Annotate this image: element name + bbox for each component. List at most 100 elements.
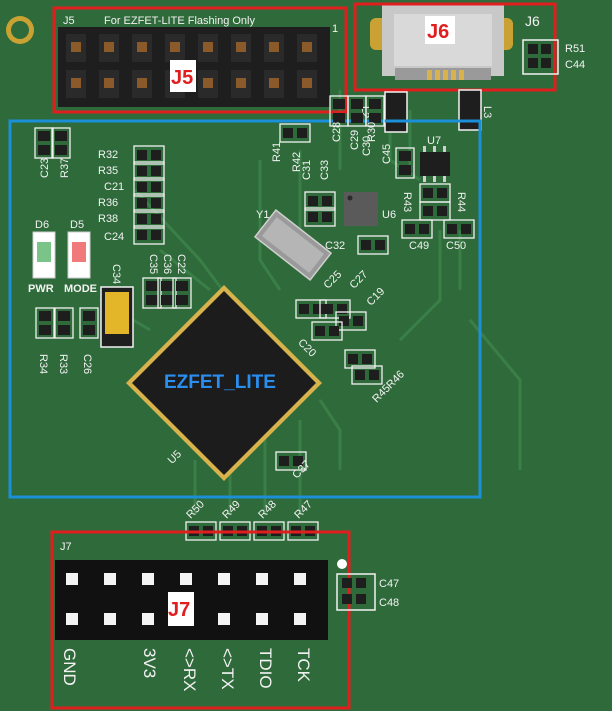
r36-label: R36 xyxy=(98,197,118,209)
c45-pads xyxy=(395,147,415,179)
c22-label: C22 xyxy=(175,254,187,274)
c24-label: C24 xyxy=(104,231,124,243)
j5-pin xyxy=(264,70,284,98)
c35-pads xyxy=(142,277,162,309)
j7-pin-label-gnd: GND xyxy=(60,648,79,686)
c50-pads xyxy=(443,219,475,239)
c47-c48-pads xyxy=(336,573,376,611)
mcu-label: EZFET_LITE xyxy=(164,372,276,393)
r46-pads xyxy=(344,349,376,369)
c45-label: C45 xyxy=(381,144,393,164)
j7-pin-label-tdio: TDIO xyxy=(256,648,275,689)
c47-label: C47 xyxy=(379,578,399,590)
r33-pads xyxy=(54,307,74,339)
r44-label: R44 xyxy=(455,192,467,212)
j5-ref-label: J5 xyxy=(63,15,75,27)
d6-pwr-label: PWR xyxy=(28,283,54,295)
j5-pin xyxy=(198,70,218,98)
j7-pin-label-3v3: 3V3 xyxy=(140,648,159,678)
c32-label: C32 xyxy=(325,240,345,252)
j7-pin xyxy=(256,573,268,585)
j5-note-label: For EZFET-LITE Flashing Only xyxy=(104,15,255,27)
j7-pin xyxy=(66,573,78,585)
c49-pads xyxy=(401,219,433,239)
j5-pin xyxy=(198,34,218,62)
j6-contact xyxy=(451,70,456,80)
j7-pin1-dot xyxy=(337,559,347,569)
j7-pin xyxy=(218,613,230,625)
pcb-traces xyxy=(99,90,522,515)
j7-pin-label-tck: TCK xyxy=(294,648,313,683)
r42-label: R42 xyxy=(291,152,303,172)
c36-pads xyxy=(157,277,177,309)
c28-label: C28 xyxy=(331,122,343,142)
c35-label: C35 xyxy=(147,254,159,274)
j7-pin xyxy=(180,573,192,585)
j5-pin xyxy=(165,34,185,62)
j5-pin xyxy=(231,70,251,98)
r38-label: R38 xyxy=(98,213,118,225)
d6-ref-label: D6 xyxy=(35,219,49,231)
j7-callout-label: J7 xyxy=(168,599,190,621)
inductor-l2 xyxy=(384,91,408,133)
c33-pads xyxy=(304,207,336,227)
j5-pin xyxy=(99,34,119,62)
j5-pin xyxy=(264,34,284,62)
j5-pin xyxy=(231,34,251,62)
c34-label: C34 xyxy=(110,264,122,284)
r33-label: R33 xyxy=(57,354,69,374)
c23-label: C23 xyxy=(39,158,51,178)
c37-pads xyxy=(275,451,307,471)
c27-pads xyxy=(335,311,367,331)
mcu-u5 xyxy=(126,285,322,481)
j7-pin xyxy=(294,613,306,625)
c30-label: C30 xyxy=(361,136,373,156)
left-column-pads xyxy=(133,193,165,213)
c29-label: C29 xyxy=(349,130,361,150)
c32-pads xyxy=(357,235,389,255)
r34-pads xyxy=(35,307,55,339)
r37-label: R37 xyxy=(59,158,71,178)
left-column-pads xyxy=(133,161,165,181)
left-column-pads xyxy=(133,209,165,229)
c49-label: C49 xyxy=(409,240,429,252)
r43-label: R43 xyxy=(401,192,413,212)
c26-pads xyxy=(79,307,99,339)
j6-callout-bg xyxy=(425,16,455,44)
mcu-region-outline xyxy=(8,119,482,499)
c22-pads xyxy=(172,277,192,309)
ic-u6 xyxy=(344,192,378,226)
j7-pin-label-rx: <>RX xyxy=(180,648,199,691)
r41-r42-pads xyxy=(279,123,311,143)
c30-pads xyxy=(365,95,385,127)
j5-callout-label: J5 xyxy=(171,67,193,89)
r37-pads xyxy=(51,127,71,159)
c31-label: C31 xyxy=(301,160,313,180)
left-column-pads xyxy=(133,177,165,197)
r30-label: R30 xyxy=(366,122,378,142)
passive-pads xyxy=(34,95,475,541)
c31-pads xyxy=(304,191,336,211)
j5-callout-bg xyxy=(170,60,196,92)
c44-label: C44 xyxy=(565,59,585,71)
j7-pins xyxy=(66,573,306,625)
j6-callout-box xyxy=(353,2,557,92)
led-d6-pwr xyxy=(32,231,56,279)
r51-c44-pads xyxy=(522,39,559,75)
c50-label: C50 xyxy=(446,240,466,252)
j7-pin xyxy=(256,613,268,625)
c21-label: C21 xyxy=(104,181,124,193)
d5-ref-label: D5 xyxy=(70,219,84,231)
j5-pin xyxy=(297,70,317,98)
j7-callout-box xyxy=(50,530,351,710)
inductor-l3 xyxy=(458,89,482,131)
d5-mode-label: MODE xyxy=(64,283,97,295)
j6-contact xyxy=(443,70,448,80)
r35-label: R35 xyxy=(98,165,118,177)
j5-pin xyxy=(66,34,86,62)
j5-pin xyxy=(132,34,152,62)
j6-callout-label: J6 xyxy=(427,21,449,43)
r44-pads xyxy=(419,201,451,221)
c19-pads xyxy=(311,321,343,341)
c33-label: C33 xyxy=(319,160,331,180)
